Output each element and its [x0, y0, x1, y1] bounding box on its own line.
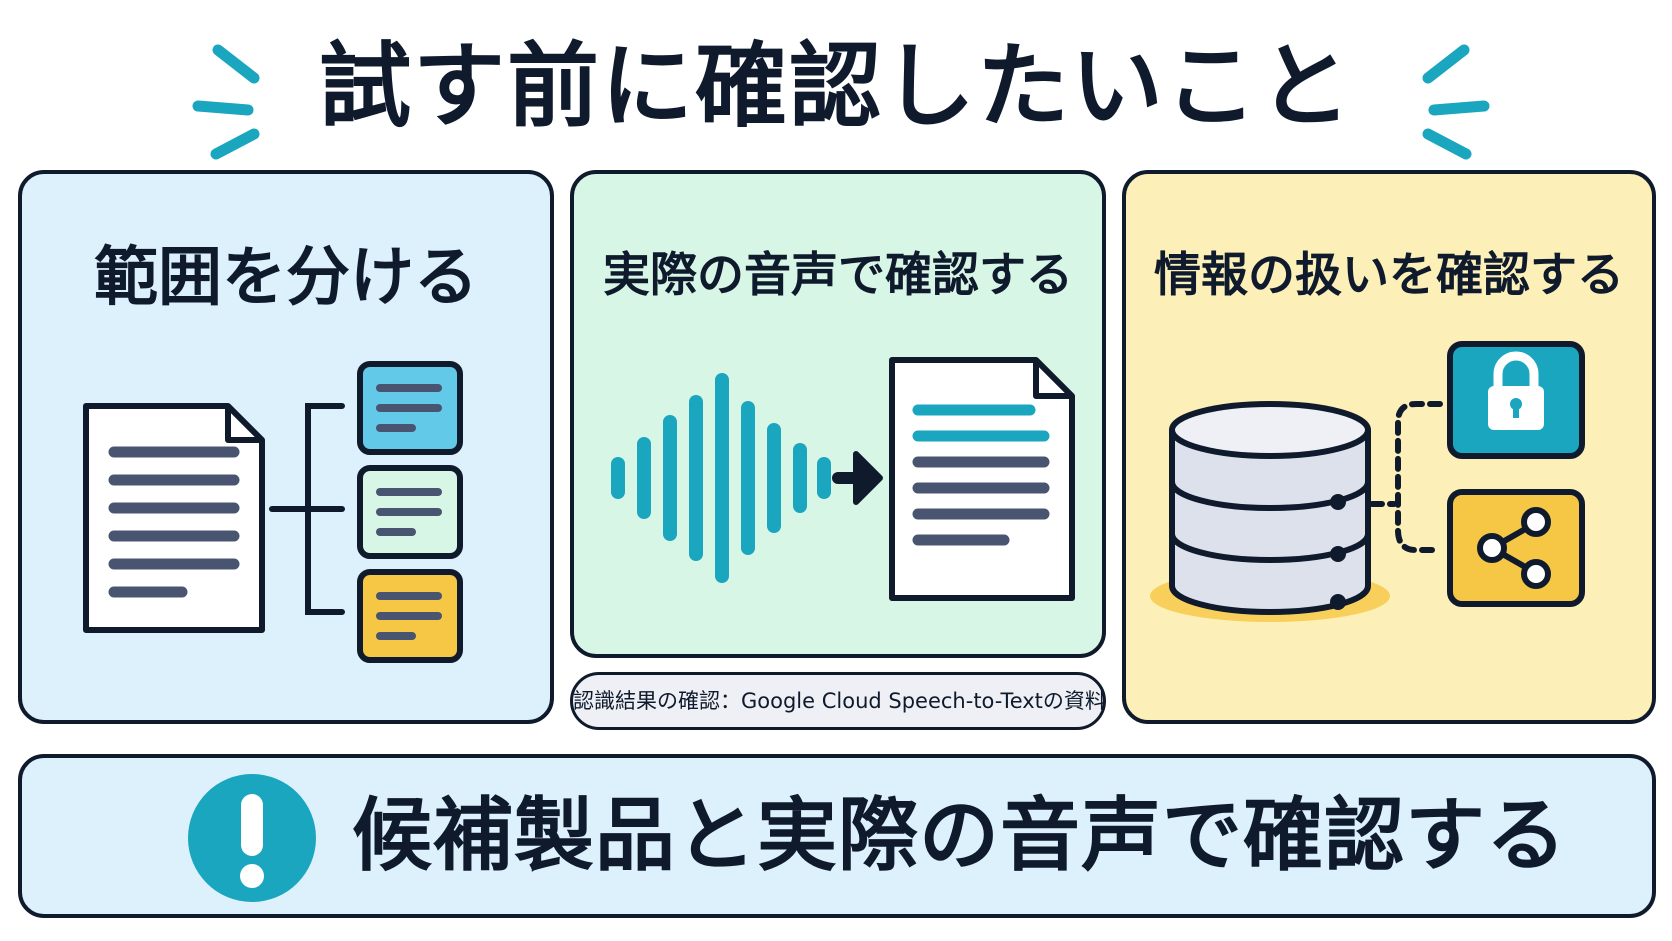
panel-data-handling: 情報の扱いを確認する [1122, 170, 1656, 724]
panel-title-data-handling: 情報の扱いを確認する [1154, 248, 1624, 303]
burst-right-icon [1422, 44, 1490, 160]
source-note: 認識結果の確認：Google Cloud Speech-to-Textの資料 [570, 672, 1106, 730]
transcript-icon [889, 357, 1075, 601]
arrow-right-icon [832, 451, 883, 505]
database-icon [1169, 401, 1371, 615]
split-diagram [83, 361, 463, 663]
panel-real-audio: 実際の音声で確認する [570, 170, 1106, 658]
panel-title-real-audio: 実際の音声で確認する [603, 248, 1073, 303]
share-icon [1447, 489, 1585, 607]
split-list-icon [357, 361, 463, 663]
split-bracket [269, 403, 345, 615]
lock-icon [1447, 341, 1585, 459]
panel-title-split-scope: 範囲を分ける [94, 241, 478, 315]
burst-left-icon [192, 44, 260, 160]
data-diagram [1150, 341, 1585, 622]
connector-lines [1369, 401, 1443, 553]
document-icon [83, 403, 265, 633]
audio-diagram [611, 357, 1075, 601]
alert-icon [188, 774, 316, 902]
page-title: 試す前に確認したいこと [318, 33, 1353, 140]
sound-wave-icon [611, 373, 831, 583]
banner-text: 候補製品と実際の音声で確認する [352, 789, 1567, 882]
conclusion-banner: 候補製品と実際の音声で確認する [18, 754, 1656, 918]
panel-split-scope: 範囲を分ける [18, 170, 554, 724]
